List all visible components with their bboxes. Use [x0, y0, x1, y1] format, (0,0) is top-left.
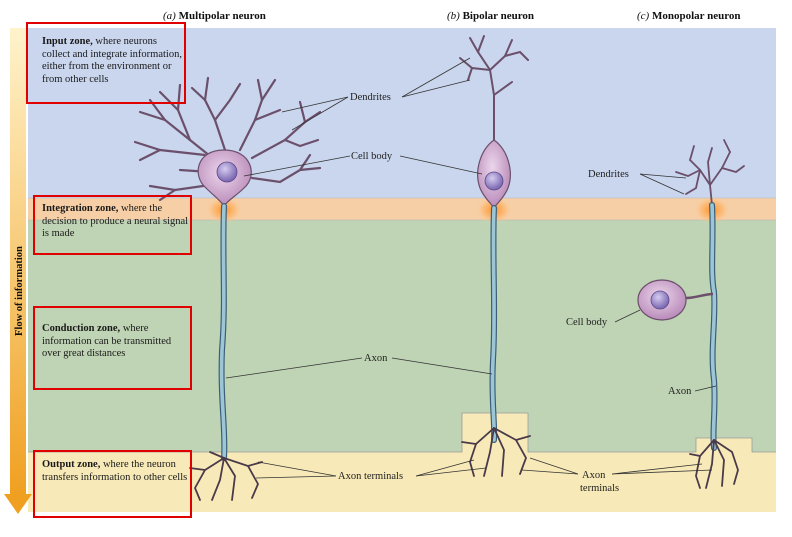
bipolar-dendrites [459, 35, 529, 141]
input-zone-desc: where neurons collect and integrate info… [42, 36, 182, 85]
output-zone-title: Output zone, [42, 459, 101, 470]
monopolar-neuron [637, 139, 745, 489]
label-dendrites-ab: Dendrites [350, 92, 391, 103]
integration-zone-desc: where the decision to produce a neural s… [42, 203, 189, 239]
label-axon-ab: Axon [364, 353, 388, 364]
flow-of-information-arrow [4, 28, 32, 514]
conduction-zone-desc: where information can be transmitted ove… [42, 323, 172, 359]
output-zone-desc: where the neuron transfers information t… [42, 459, 188, 483]
multipolar-nucleus [216, 161, 238, 183]
multipolar-axon [218, 203, 228, 461]
conduction-zone-text: Conduction zone, where information can b… [42, 323, 182, 361]
monopolar-dendrites [675, 139, 745, 206]
monopolar-nucleus [650, 290, 670, 310]
bipolar-axon [489, 205, 498, 443]
label-axon-terminals-c-line1: Axon [582, 470, 606, 481]
highlight-box-integration [33, 195, 192, 255]
integration-zone-text: Integration zone, where the decision to … [42, 203, 192, 241]
input-zone-band [28, 28, 776, 198]
highlight-box-conduction [33, 306, 192, 390]
multipolar-dendrites [133, 76, 322, 202]
multipolar-axon-terminals [189, 451, 263, 501]
header-monopolar: (c) Monopolar neuron [637, 10, 741, 22]
label-dendrites-c: Dendrites [588, 169, 629, 180]
monopolar-axon-terminals [689, 439, 739, 489]
header-multipolar: (a) Multipolar neuron [163, 10, 266, 22]
label-cell-body-ab: Cell body [351, 151, 393, 162]
input-zone-text: Input zone, where neurons collect and in… [42, 36, 182, 86]
monopolar-axon [709, 202, 718, 451]
bipolar-neuron [459, 35, 531, 477]
multipolar-neuron [133, 76, 322, 501]
label-axon-terminals-ab: Axon terminals [338, 471, 403, 482]
label-axon-terminals-c-line2: terminals [580, 483, 619, 494]
flow-label: Flow of information [14, 246, 25, 336]
bipolar-nucleus [484, 171, 504, 191]
output-zone-text: Output zone, where the neuron transfers … [42, 459, 190, 484]
input-zone-title: Input zone, [42, 36, 93, 47]
label-axon-c: Axon [668, 386, 692, 397]
bipolar-axon-terminals [461, 427, 531, 477]
highlight-box-output [33, 450, 192, 518]
output-zone-band [28, 452, 776, 512]
highlight-box-input [26, 22, 186, 104]
header-bipolar: (b) Bipolar neuron [447, 10, 534, 22]
leader-lines [225, 57, 717, 479]
label-cell-body-c: Cell body [566, 317, 608, 328]
conduction-zone-band [28, 220, 776, 452]
integration-zone-title: Integration zone, [42, 203, 119, 214]
conduction-zone-title: Conduction zone, [42, 323, 121, 334]
